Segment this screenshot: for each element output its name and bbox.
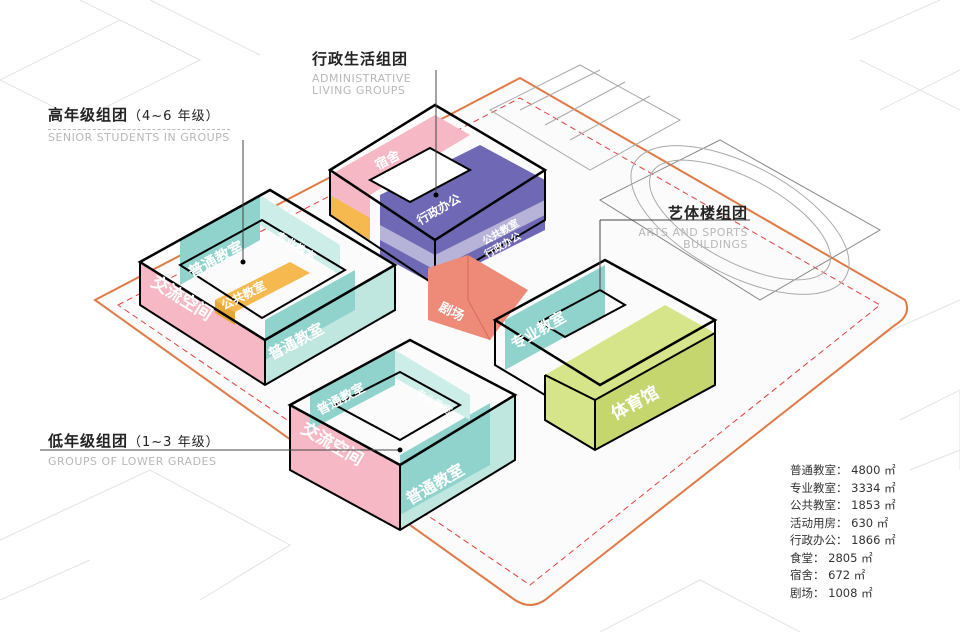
lower-group-grades: （1~3 年级） bbox=[128, 435, 220, 450]
senior-group-grades: （4~6 年级） bbox=[128, 109, 220, 124]
area-row: 宿舍： 672 ㎡ bbox=[790, 568, 866, 582]
lower-grades-block: 普通教室 专业教室 交流空间 普通教室 bbox=[287, 338, 518, 532]
sports-field bbox=[488, 64, 882, 301]
lower-group-subtitle: GROUPS OF LOWER GRADES bbox=[48, 455, 217, 468]
admin-living-block: 宿舍 食堂 行政办公 公共教室 行政办公 bbox=[327, 103, 548, 287]
admin-group-subtitle-2: LIVING GROUPS bbox=[312, 84, 406, 97]
area-row: 剧场： 1008 ㎡ bbox=[790, 585, 873, 600]
area-row: 普通教室： 4800 ㎡ bbox=[790, 463, 896, 477]
arts-group-title: 艺体楼组团 bbox=[668, 204, 749, 222]
area-row: 食堂： 2805 ㎡ bbox=[790, 550, 873, 565]
lower-group-label: 低年级组团（1~3 年级） GROUPS OF LOWER GRADES bbox=[48, 430, 220, 468]
admin-group-title: 行政生活组团 bbox=[312, 50, 409, 68]
site-boundary bbox=[93, 76, 908, 606]
lower-group-title: 低年级组团 bbox=[48, 432, 129, 450]
lower-leader-dot bbox=[397, 447, 403, 453]
theatre-block: 剧场 bbox=[428, 255, 528, 341]
admin-group-subtitle-1: ADMINISTRATIVE bbox=[312, 72, 412, 85]
arts-sports-block: 专业教室 体育馆 bbox=[492, 258, 718, 452]
senior-group-subtitle: SENIOR STUDENTS IN GROUPS bbox=[48, 129, 230, 144]
senior-group-title: 高年级组团 bbox=[48, 106, 129, 124]
senior-leader-dot bbox=[240, 259, 246, 265]
arts-group-subtitle-1: ARTS AND SPORTS bbox=[638, 226, 749, 239]
admin-leader-dot bbox=[433, 192, 439, 198]
area-row: 专业教室： 3334 ㎡ bbox=[790, 480, 896, 495]
admin-group-label: 行政生活组团 ADMINISTRATIVE LIVING GROUPS bbox=[312, 48, 411, 97]
area-row: 活动用房： 630 ㎡ bbox=[790, 515, 889, 530]
area-row: 公共教室： 1853 ㎡ bbox=[790, 498, 896, 512]
area-row: 行政办公： 1866 ㎡ bbox=[790, 533, 896, 547]
arts-group-label: 艺体楼组团 ARTS AND SPORTS BUILDINGS bbox=[638, 202, 749, 251]
senior-students-block: 普通教室 专业教室 公共教室 交流空间 普通教室 bbox=[137, 188, 398, 387]
area-legend: 普通教室： 4800 ㎡ 专业教室： 3334 ㎡ 公共教室： 1853 ㎡ 活… bbox=[790, 462, 896, 602]
senior-group-label: 高年级组团（4~6 年级） SENIOR STUDENTS IN GROUPS bbox=[48, 104, 230, 144]
arts-group-subtitle-2: BUILDINGS bbox=[683, 238, 749, 251]
